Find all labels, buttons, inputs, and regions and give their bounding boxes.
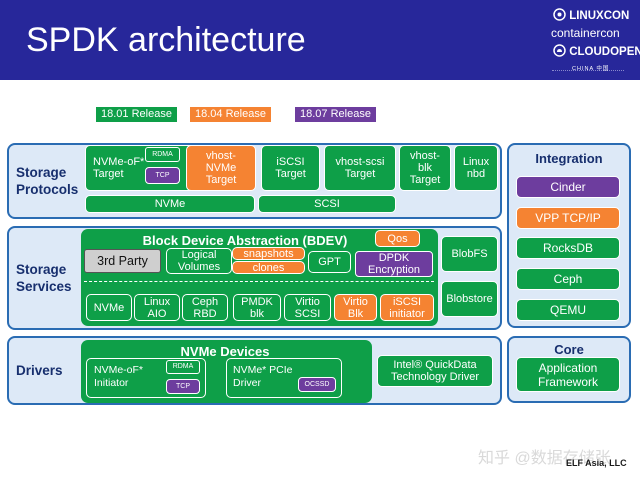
storage-protocols-label: Storage Protocols <box>16 164 78 198</box>
header-banner <box>0 0 640 80</box>
quickdata-driver: Intel® QuickData Technology Driver <box>377 355 493 387</box>
gpt-box: GPT <box>308 251 351 273</box>
blobfs-box: BlobFS <box>441 236 498 272</box>
integration-ceph: Ceph <box>516 268 620 290</box>
logo-divider <box>552 70 624 71</box>
logical-volumes: Logical Volumes <box>166 248 232 274</box>
storage-services-label-text: Storage Services <box>16 262 72 294</box>
linux-nbd: Linux nbd <box>454 145 498 191</box>
integration-vpp-tcp-ip: VPP TCP/IP <box>516 207 620 229</box>
nvme-pcie-box <box>226 358 342 398</box>
bdev-divider <box>84 281 434 282</box>
bdev-module-virtio-scsi: Virtio SCSI <box>284 294 331 321</box>
integration-rocksdb: RocksDB <box>516 237 620 259</box>
cloudopen-logo: CLOUDOPEN <box>553 44 640 59</box>
legend-release-1801: 18.01 Release <box>96 107 177 122</box>
drivers-label: Drivers <box>16 363 63 378</box>
drv-rdma-badge: RDMA <box>166 360 200 374</box>
vhost-blk-target: vhost- blk Target <box>399 145 451 191</box>
china-logo: CHINA 中国 <box>572 66 610 72</box>
clones-box: clones <box>232 261 305 274</box>
snapshots-box: snapshots <box>232 247 305 260</box>
bdev-module-nvme: NVMe <box>86 294 132 321</box>
watermark-text: 知乎 @数据存储张 <box>478 450 611 467</box>
nvme-devices-title: NVMe Devices <box>180 344 270 359</box>
qos-box: Qos <box>375 230 420 247</box>
core-title: Core <box>554 342 584 357</box>
third-party-box: 3rd Party <box>84 249 161 273</box>
third-party-label: 3rd Party <box>97 254 148 268</box>
nvme-bar: NVMe <box>85 195 255 213</box>
storage-services-label: Storage Services <box>16 261 72 295</box>
slide-title: SPDK architecture <box>26 21 306 59</box>
sp-rdma-badge: RDMA <box>145 147 180 162</box>
ocssd-badge: OCSSD <box>298 377 336 392</box>
cloudopen-text: CLOUDOPEN <box>569 46 640 58</box>
nvmeof-initiator-box <box>86 358 206 398</box>
legend-release-1804: 18.04 Release <box>190 107 271 122</box>
vhost-scsi-target: vhost-scsi Target <box>324 145 396 191</box>
dpdk-encryption: DPDK Encryption <box>355 251 433 277</box>
integration-cinder: Cinder <box>516 176 620 198</box>
drv-tcp-badge: TCP <box>166 379 200 394</box>
bdev-module-iscsi-initiator: iSCSI initiator <box>380 294 434 321</box>
integration-title: Integration <box>535 151 603 166</box>
vhost-nvme-target: vhost- NVMe Target <box>186 145 256 191</box>
integration-panel <box>507 143 631 328</box>
application-framework: Application Framework <box>516 357 620 392</box>
containercon-logo: containercon <box>551 26 620 40</box>
storage-protocols-label-text: Storage Protocols <box>16 165 79 197</box>
footer-text: ELF Asia, LLC <box>566 458 627 468</box>
scsi-bar: SCSI <box>258 195 396 213</box>
legend-release-1807: 18.07 Release <box>295 107 376 122</box>
nvmeof-initiator-label: NVMe-oF* Initiator <box>94 364 144 389</box>
bdev-module-linux-aio: Linux AIO <box>134 294 180 321</box>
nvmeof-target-label: NVMe-oF* Target <box>93 156 145 180</box>
sp-tcp-badge: TCP <box>145 167 180 184</box>
cloudopen-icon <box>553 44 566 57</box>
linuxcon-icon <box>553 8 566 21</box>
linuxcon-logo: LINUXCON <box>553 8 629 23</box>
bdev-module-ceph-rbd: Ceph RBD <box>182 294 228 321</box>
bdev-module-pmdk-blk: PMDK blk <box>233 294 281 321</box>
bdev-title: Block Device Abstraction (BDEV) <box>142 233 348 248</box>
iscsi-target: iSCSI Target <box>261 145 320 191</box>
linuxcon-text: LINUXCON <box>569 10 630 22</box>
integration-qemu: QEMU <box>516 299 620 321</box>
nvme-pcie-label: NVMe* PCIe Driver <box>233 364 293 389</box>
bdev-module-virtio-blk: Virtio Blk <box>334 294 377 321</box>
blobstore-box: Blobstore <box>441 281 498 317</box>
